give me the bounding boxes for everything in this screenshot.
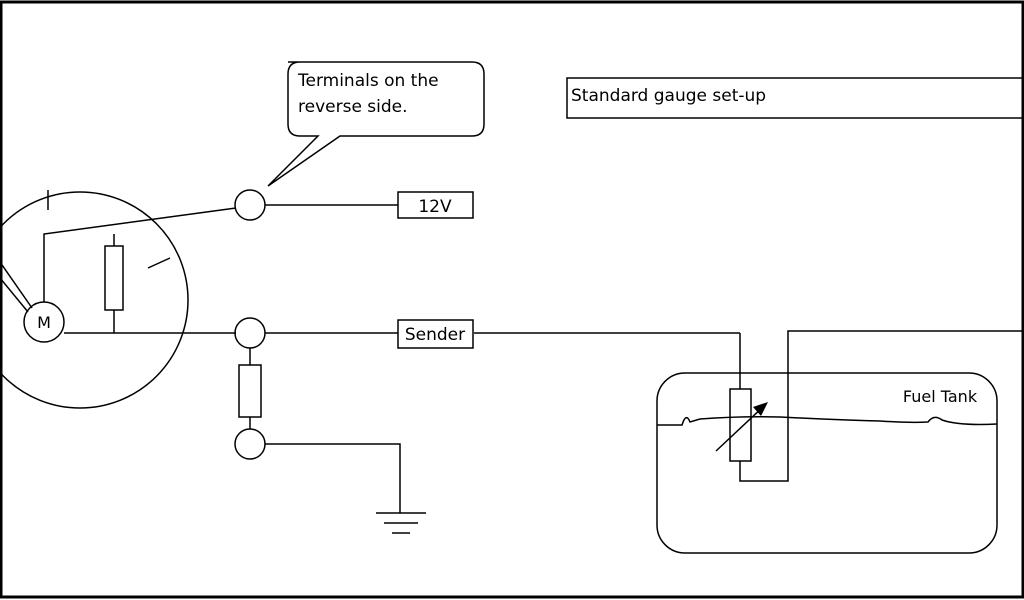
tank-label: Fuel Tank [903, 387, 978, 406]
diagram-title: Standard gauge set-up [571, 86, 766, 106]
sender-arrowhead-icon [753, 402, 768, 416]
fuel-level [657, 416, 998, 426]
sender-rheostat [729, 388, 752, 462]
ground-symbol [376, 512, 426, 534]
callout-bubble [267, 61, 485, 187]
gauge-resistor [104, 245, 124, 311]
sender-box [397, 319, 474, 349]
terminal-sender [234, 317, 266, 349]
meter-label: M [37, 313, 51, 332]
sender-wire-return [739, 330, 1024, 482]
terminal-12v [234, 189, 266, 221]
wire-gauge-to-12v-terminal [43, 207, 237, 302]
callout-line-1: Terminals on the [297, 71, 439, 91]
gauge-needle-a [0, 261, 33, 309]
gauge-needle-b [0, 277, 29, 313]
supply-label: 12V [418, 197, 452, 217]
fuel-tank [656, 372, 998, 554]
terminal-ground [234, 428, 266, 460]
ground-resistor [238, 364, 262, 418]
gauge-tick-right [147, 257, 171, 269]
wire-to-ground [265, 443, 401, 513]
sender-float-arm [715, 405, 765, 452]
sender-label: Sender [405, 325, 465, 345]
title-box [566, 77, 1024, 119]
callout-line-2: reverse side. [298, 97, 408, 117]
gauge-dial [0, 191, 189, 409]
supply-box [397, 191, 474, 219]
